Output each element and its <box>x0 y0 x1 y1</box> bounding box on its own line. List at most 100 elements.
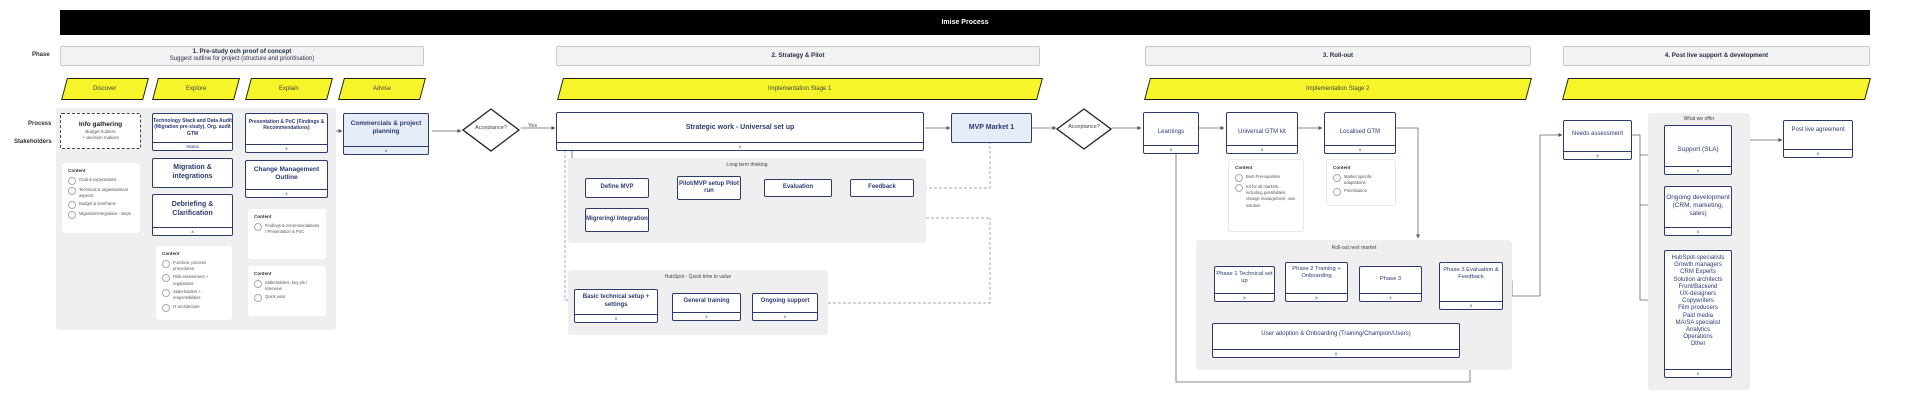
content-1-heading: Content <box>68 168 86 173</box>
strategic-work-foot: x <box>557 142 923 150</box>
post-live-agreement-foot: x <box>1784 149 1852 157</box>
content-2-item: Risk assessment + regulations <box>173 274 209 286</box>
mvp-market-box: MVP Market 1 <box>951 113 1032 143</box>
universal-gtm-label: Universal GTM kit <box>1238 129 1286 136</box>
phase-2-label: Phase 2 Training + Onboarding <box>1292 266 1341 280</box>
specialist-item: Other <box>1690 341 1706 348</box>
migrering-box[interactable]: Migrering/ Integration <box>585 208 649 232</box>
phase-1-label: Phase 1 Technical set up <box>1216 271 1273 285</box>
diamond-icon <box>1056 108 1112 150</box>
define-mvp-box[interactable]: Define MVP <box>585 178 649 198</box>
migrering-label: Migrering/ Integration <box>586 216 648 223</box>
bullet-icon <box>68 176 76 185</box>
ongoing-development-label: Ongoing development (CRM, marketing, sal… <box>1666 194 1730 218</box>
evaluation-box[interactable]: Evaluation <box>764 179 832 197</box>
phase-3-foot: x <box>1360 293 1421 301</box>
phase-3-box: Phase 3 x <box>1359 266 1422 302</box>
pilot-label: Pilot/MVP setup Pilot run <box>679 180 739 195</box>
long-term-label: Long term thinking <box>726 162 768 168</box>
universal-gtm-foot: x <box>1227 145 1297 153</box>
learnings-box: Learnings x <box>1143 112 1199 154</box>
specialist-item: Solution architects <box>1673 276 1723 283</box>
bullet-icon <box>1333 188 1341 197</box>
presentation-label: Presentation & PoC (Findings & Recommend… <box>248 119 325 132</box>
commercials-box: Commercials & project planning x <box>343 113 429 155</box>
general-training-foot: x <box>673 312 740 320</box>
stage-implementation-1-label: Implementation Stage 1 <box>768 86 832 92</box>
needs-assessment-box: Needs assessment x <box>1563 120 1632 160</box>
content-6-heading: Content <box>1333 165 1351 170</box>
phase-header-3: 3. Roll-out <box>1145 46 1531 66</box>
migration-label: Migration & integrations <box>172 164 213 180</box>
phase-1-box: Phase 1 Technical set up x <box>1214 266 1275 302</box>
pilot-box[interactable]: Pilot/MVP setup Pilot run <box>677 176 741 200</box>
localised-gtm-label: Localised GTM <box>1339 129 1381 136</box>
needs-assessment-label: Needs assessment <box>1571 131 1624 137</box>
diamond-icon <box>462 108 520 152</box>
stage-explore: Explore <box>152 78 240 100</box>
define-mvp-label: Define MVP <box>600 184 634 191</box>
phase-3-evaluation-foot: x <box>1440 301 1502 309</box>
presentation-box: Presentation & PoC (Findings & Recommend… <box>245 113 328 153</box>
bullet-icon <box>1333 173 1341 182</box>
ongoing-support-box[interactable]: Ongoing support x <box>752 293 818 321</box>
content-1-item: Budget & timeframe <box>79 201 117 207</box>
bullet-icon <box>68 201 76 210</box>
change-management-box: Change Management Outline x <box>245 160 328 198</box>
specialists-foot: x <box>1665 369 1731 377</box>
rollout-label: Roll-out next market <box>1331 245 1377 251</box>
specialists-list: HubSpot-specialists Growth managers CRM … <box>1671 251 1724 348</box>
bullet-icon <box>162 289 170 298</box>
basic-setup-box[interactable]: Basic technical setup + settings x <box>574 289 658 323</box>
row-label-phase: Phase <box>32 52 50 58</box>
content-4-heading: Content <box>254 271 272 276</box>
bullet-icon <box>1235 173 1243 182</box>
specialist-item: Film producers <box>1678 305 1718 312</box>
content-2-item: IT architecture <box>173 303 200 309</box>
stage-advise: Advise <box>338 78 426 100</box>
tech-stack-label: Technology Stack and Data Audit (Migrati… <box>153 118 232 137</box>
phase-3-title: 3. Roll-out <box>1322 52 1354 60</box>
support-sla-label: Support (SLA) <box>1677 145 1719 153</box>
general-training-label: General training <box>683 298 730 304</box>
learnings-foot: x <box>1144 145 1198 153</box>
commercials-label: Commercials & project planning <box>350 120 422 136</box>
acceptance-1-label: Acceptance? <box>475 125 507 131</box>
presentation-foot: x <box>246 144 327 152</box>
content-card-4: Content Stakeholders, key pls / Intervie… <box>248 266 326 316</box>
ongoing-development-box: Ongoing development (CRM, marketing, sal… <box>1664 186 1732 236</box>
content-card-6: Content Market specific adaptations Prio… <box>1326 159 1396 206</box>
bullet-icon <box>162 303 170 312</box>
content-card-1: Content Goal & expectations Technical & … <box>62 163 140 233</box>
content-1-item: Goal & expectations <box>79 176 117 182</box>
info-gathering-label: Info gathering <box>78 121 123 129</box>
needs-assessment-foot: x <box>1564 151 1631 159</box>
content-2-item: Function, process procedures <box>173 259 207 272</box>
phase-3-label: Phase 3 <box>1379 276 1402 282</box>
general-training-box[interactable]: General training x <box>672 293 741 321</box>
universal-gtm-box: Universal GTM kit x <box>1226 112 1298 154</box>
phase-header-2: 2. Strategy & Pilot <box>556 46 1040 66</box>
phase-2-title: 2. Strategy & Pilot <box>771 52 825 60</box>
specialist-item: Operations <box>1683 334 1713 341</box>
stage-explain-label: Explain <box>279 86 299 92</box>
feedback-box[interactable]: Feedback <box>850 179 914 197</box>
tech-stack-status: Status <box>153 142 232 150</box>
bullet-icon <box>254 279 262 288</box>
stage-implementation-2-label: Implementation Stage 2 <box>1306 86 1370 92</box>
specialist-item: MA/SA specialist <box>1675 319 1721 326</box>
phase-4-title: 4. Post live support & development <box>1664 52 1769 60</box>
phase-3-evaluation-label: Phase 3 Evaluation & Feedback <box>1443 267 1499 281</box>
specialist-item: Growth managers <box>1674 262 1722 269</box>
stage-implementation-1: Implementation Stage 1 <box>557 78 1043 100</box>
specialist-item: Front/Backend <box>1678 283 1718 290</box>
content-2-heading: Content <box>162 251 180 256</box>
content-2-item: Stakeholders + responsibilities <box>173 289 202 301</box>
content-6-item: Market specific adaptations <box>1344 173 1372 186</box>
localised-gtm-foot: x <box>1325 145 1395 153</box>
phase-1-title: 1. Pre-study och proof of concept <box>192 48 292 56</box>
post-live-agreement-box: Post live agreement x <box>1783 120 1853 158</box>
row-label-stakeholders: Stakeholders <box>14 139 52 145</box>
content-6-item: Prioritisation <box>1344 188 1368 194</box>
specialist-item: Paid media <box>1682 312 1714 319</box>
